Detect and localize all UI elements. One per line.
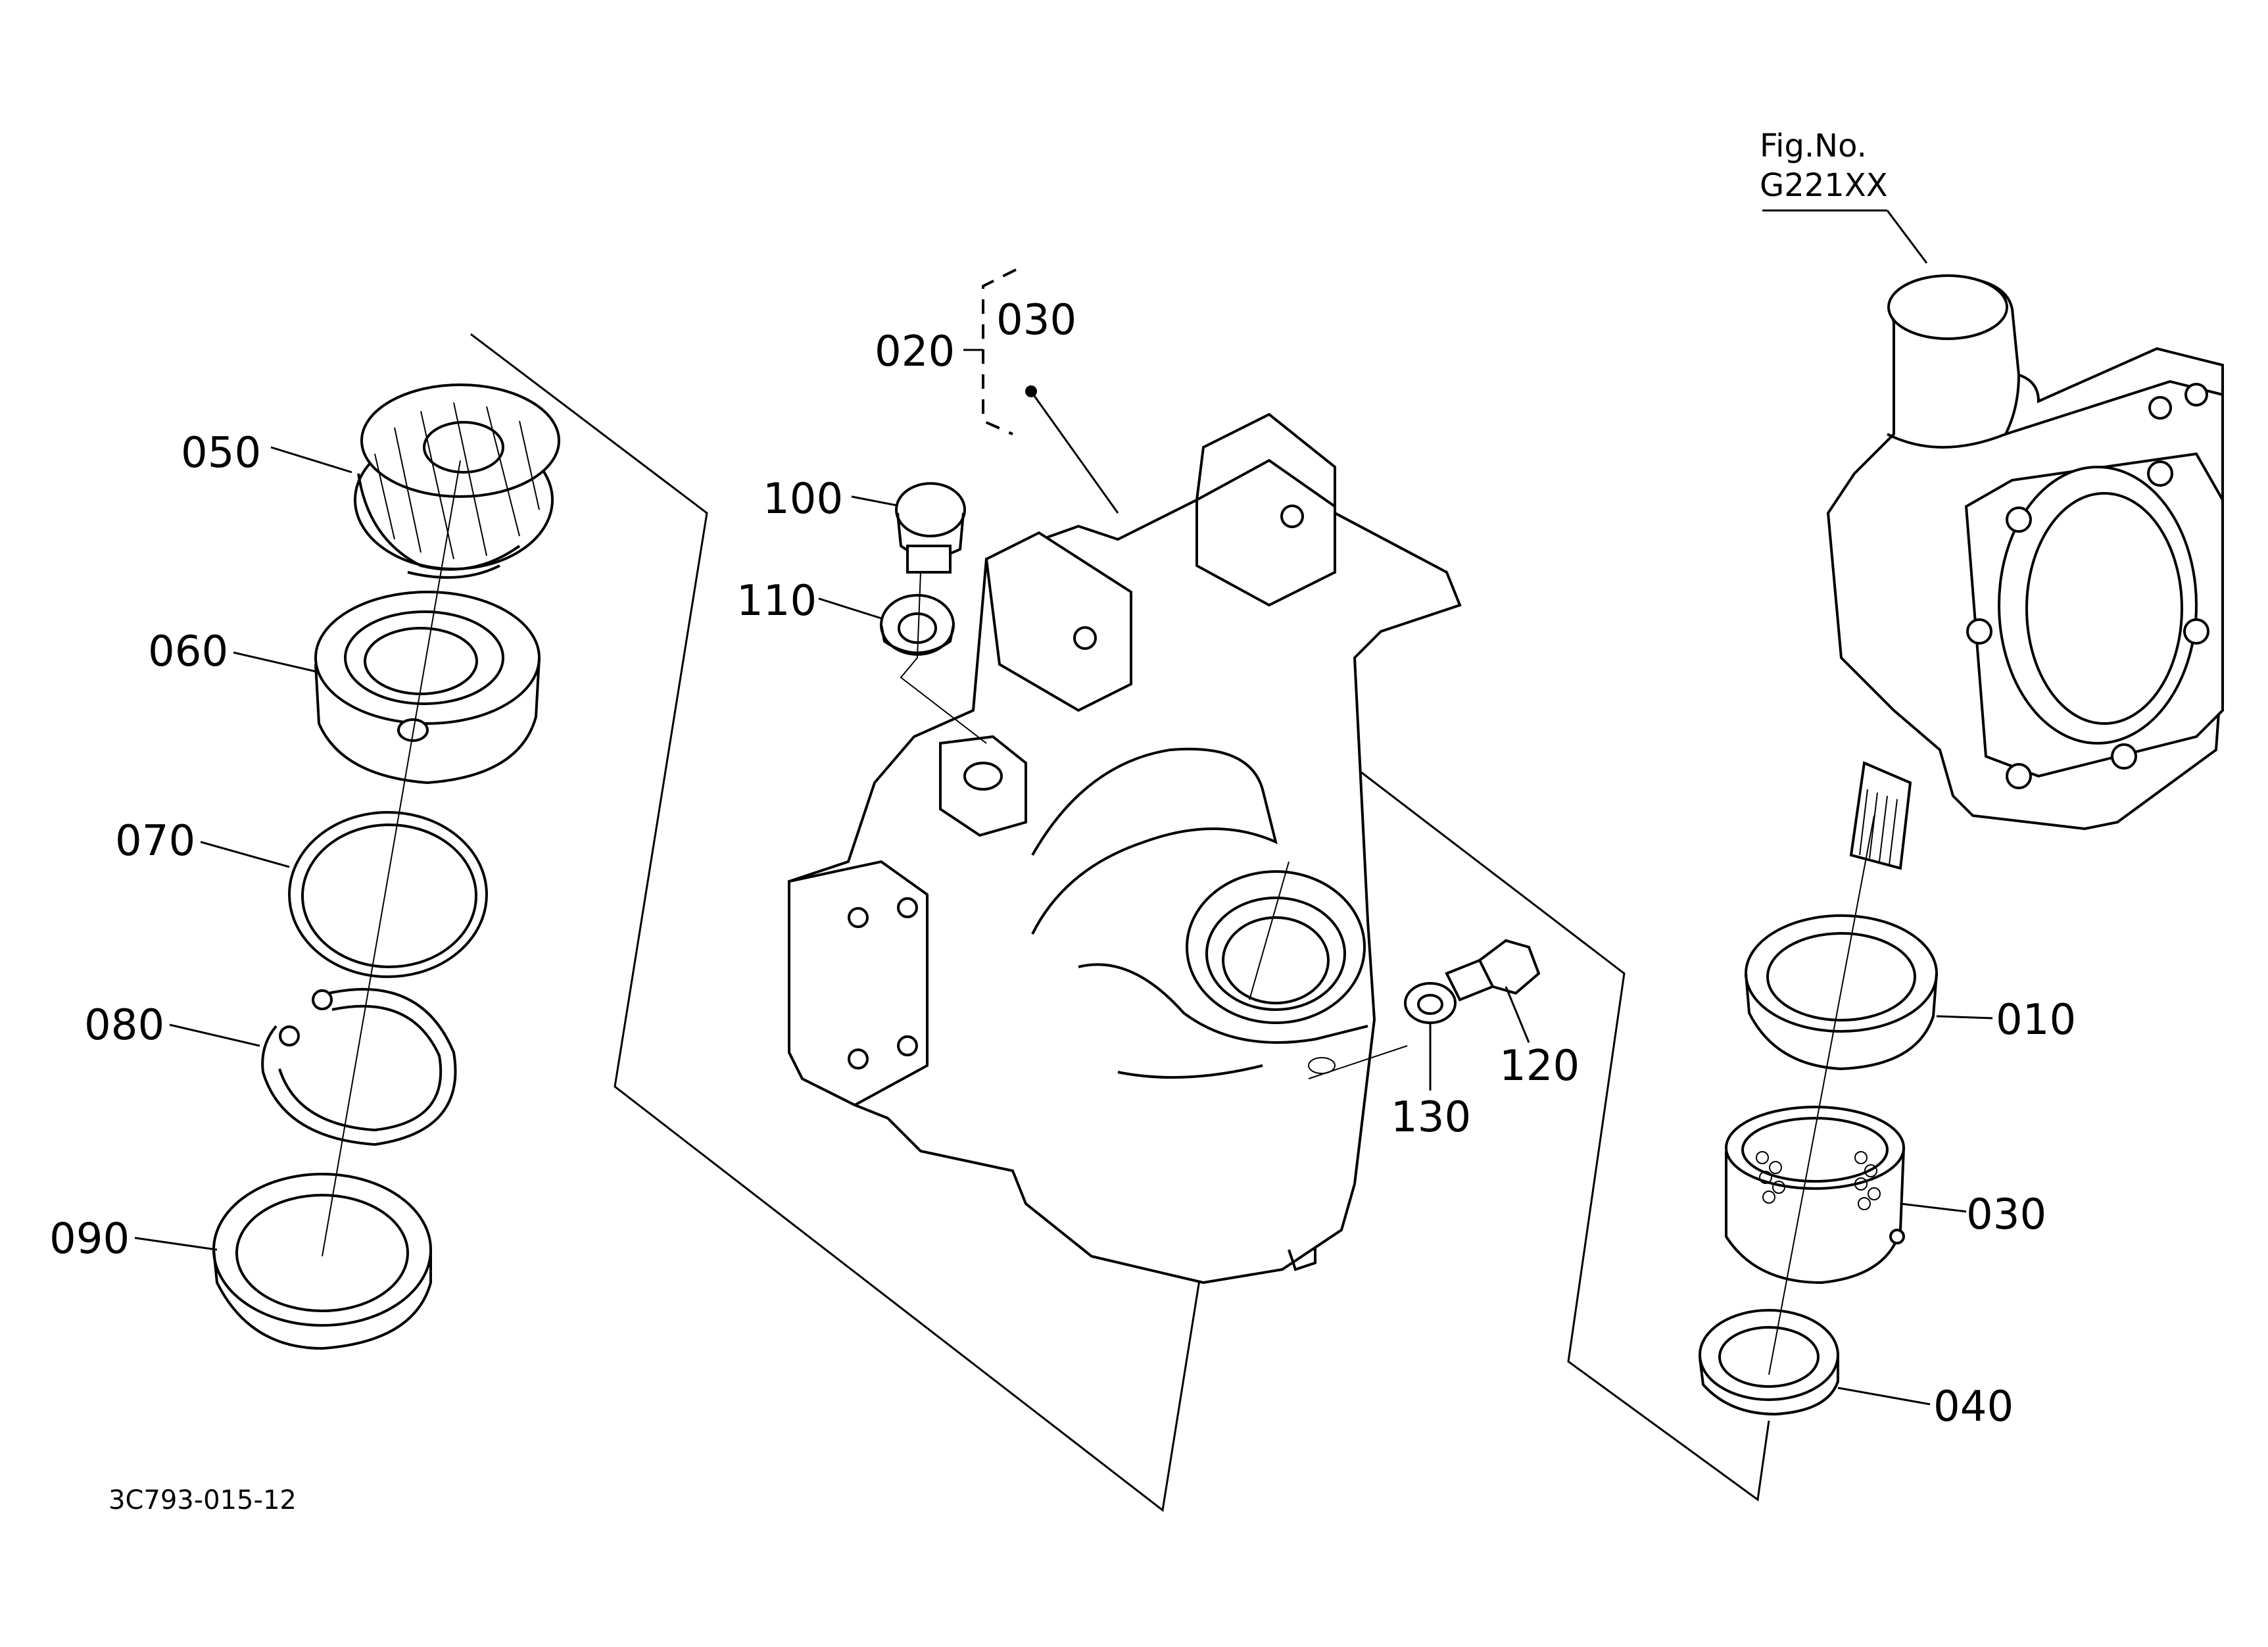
callout-030-bushing: 030 bbox=[1966, 1191, 2046, 1239]
thrust-bearing-040 bbox=[1699, 1309, 1839, 1416]
callout-120: 120 bbox=[1499, 1042, 1580, 1091]
callout-030-housing: 030 bbox=[996, 296, 1076, 345]
right-stack-axis bbox=[1768, 815, 1875, 1375]
callout-090: 090 bbox=[49, 1215, 130, 1264]
bracket-020-030 bbox=[963, 268, 1017, 435]
callout-100: 100 bbox=[763, 475, 843, 524]
callout-080: 080 bbox=[84, 1001, 164, 1050]
bearing-010 bbox=[1745, 914, 1938, 1071]
fig-ref-leader bbox=[1762, 209, 1928, 264]
callout-020: 020 bbox=[875, 328, 955, 376]
callout-070: 070 bbox=[115, 817, 195, 866]
callout-110: 110 bbox=[736, 577, 817, 626]
steering-housing-ref bbox=[1826, 274, 2224, 870]
callout-040: 040 bbox=[1933, 1383, 2014, 1431]
assembly-outline-lines bbox=[470, 333, 1770, 1512]
figure-reference: Fig.No. G221XX bbox=[1760, 128, 1888, 204]
bushing-030 bbox=[1725, 1106, 1905, 1285]
left-stack-axis bbox=[322, 460, 461, 1257]
callout-labels: 050 060 070 080 090 020 030 100 110 120 … bbox=[49, 296, 2076, 1431]
drawing-code: 3C793-015-12 bbox=[109, 1485, 297, 1515]
housing-axis bbox=[1249, 861, 1290, 1000]
bearing-060 bbox=[314, 591, 541, 785]
callout-050: 050 bbox=[181, 429, 261, 478]
plug-100 bbox=[895, 482, 966, 574]
o-ring-070 bbox=[288, 811, 488, 978]
fig-ref-line1: Fig.No. bbox=[1760, 128, 1867, 164]
callout-060: 060 bbox=[148, 627, 228, 676]
circlip-080 bbox=[261, 988, 457, 1146]
callout-130: 130 bbox=[1391, 1093, 1471, 1142]
housing-020 bbox=[788, 412, 1462, 1285]
fig-ref-line2: G221XX bbox=[1760, 167, 1888, 204]
seal-090 bbox=[212, 1173, 432, 1350]
callout-010: 010 bbox=[1996, 996, 2076, 1045]
leader-030-housing bbox=[1025, 385, 1119, 514]
washer-130 bbox=[1404, 982, 1457, 1024]
washer-110 bbox=[880, 594, 955, 656]
callout-leaders bbox=[134, 446, 1993, 1406]
plug-axis bbox=[900, 572, 987, 744]
bolt-120 bbox=[1445, 939, 1541, 1002]
